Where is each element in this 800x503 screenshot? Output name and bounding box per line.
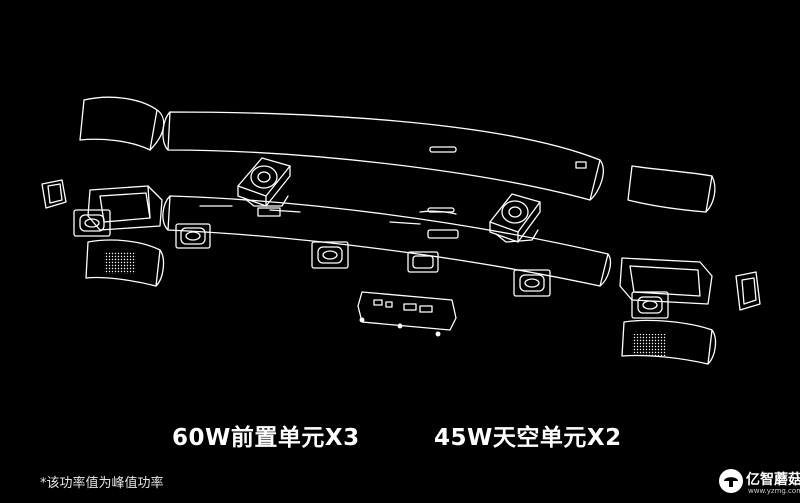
right-top-end-cap bbox=[627, 165, 716, 213]
left-top-end-cap bbox=[79, 96, 165, 151]
left-side-driver-housing bbox=[87, 185, 163, 231]
front-driver-right bbox=[513, 269, 551, 297]
left-grille bbox=[85, 239, 165, 287]
front-driver-center bbox=[311, 241, 349, 269]
front-driver-middle-box bbox=[407, 251, 439, 273]
front-driver-left bbox=[175, 223, 211, 249]
left-sky-driver bbox=[237, 157, 291, 207]
left-side-driver bbox=[73, 209, 111, 237]
right-side-tweeter-cap bbox=[735, 271, 761, 311]
watermark: 亿智蘑菇 www.yzmg.com bbox=[718, 468, 800, 498]
right-sky-driver bbox=[489, 193, 541, 243]
power-footnote: *该功率值为峰值功率 bbox=[40, 476, 164, 491]
front-driver-caption: 60W前置单元X3 bbox=[172, 425, 360, 451]
top-cover-shell bbox=[162, 111, 604, 201]
rear-io-panel bbox=[357, 291, 457, 331]
sky-driver-caption: 45W天空单元X2 bbox=[434, 425, 622, 451]
left-side-tweeter-cap bbox=[41, 179, 67, 209]
right-side-driver-housing bbox=[619, 257, 713, 305]
right-grille bbox=[621, 319, 717, 365]
watermark-url: www.yzmg.com bbox=[748, 487, 800, 495]
mounting-screws bbox=[359, 317, 441, 337]
watermark-name: 亿智蘑菇 bbox=[746, 472, 800, 488]
right-side-driver bbox=[631, 291, 669, 319]
main-chassis bbox=[162, 195, 612, 287]
mushroom-logo-icon bbox=[719, 469, 743, 493]
